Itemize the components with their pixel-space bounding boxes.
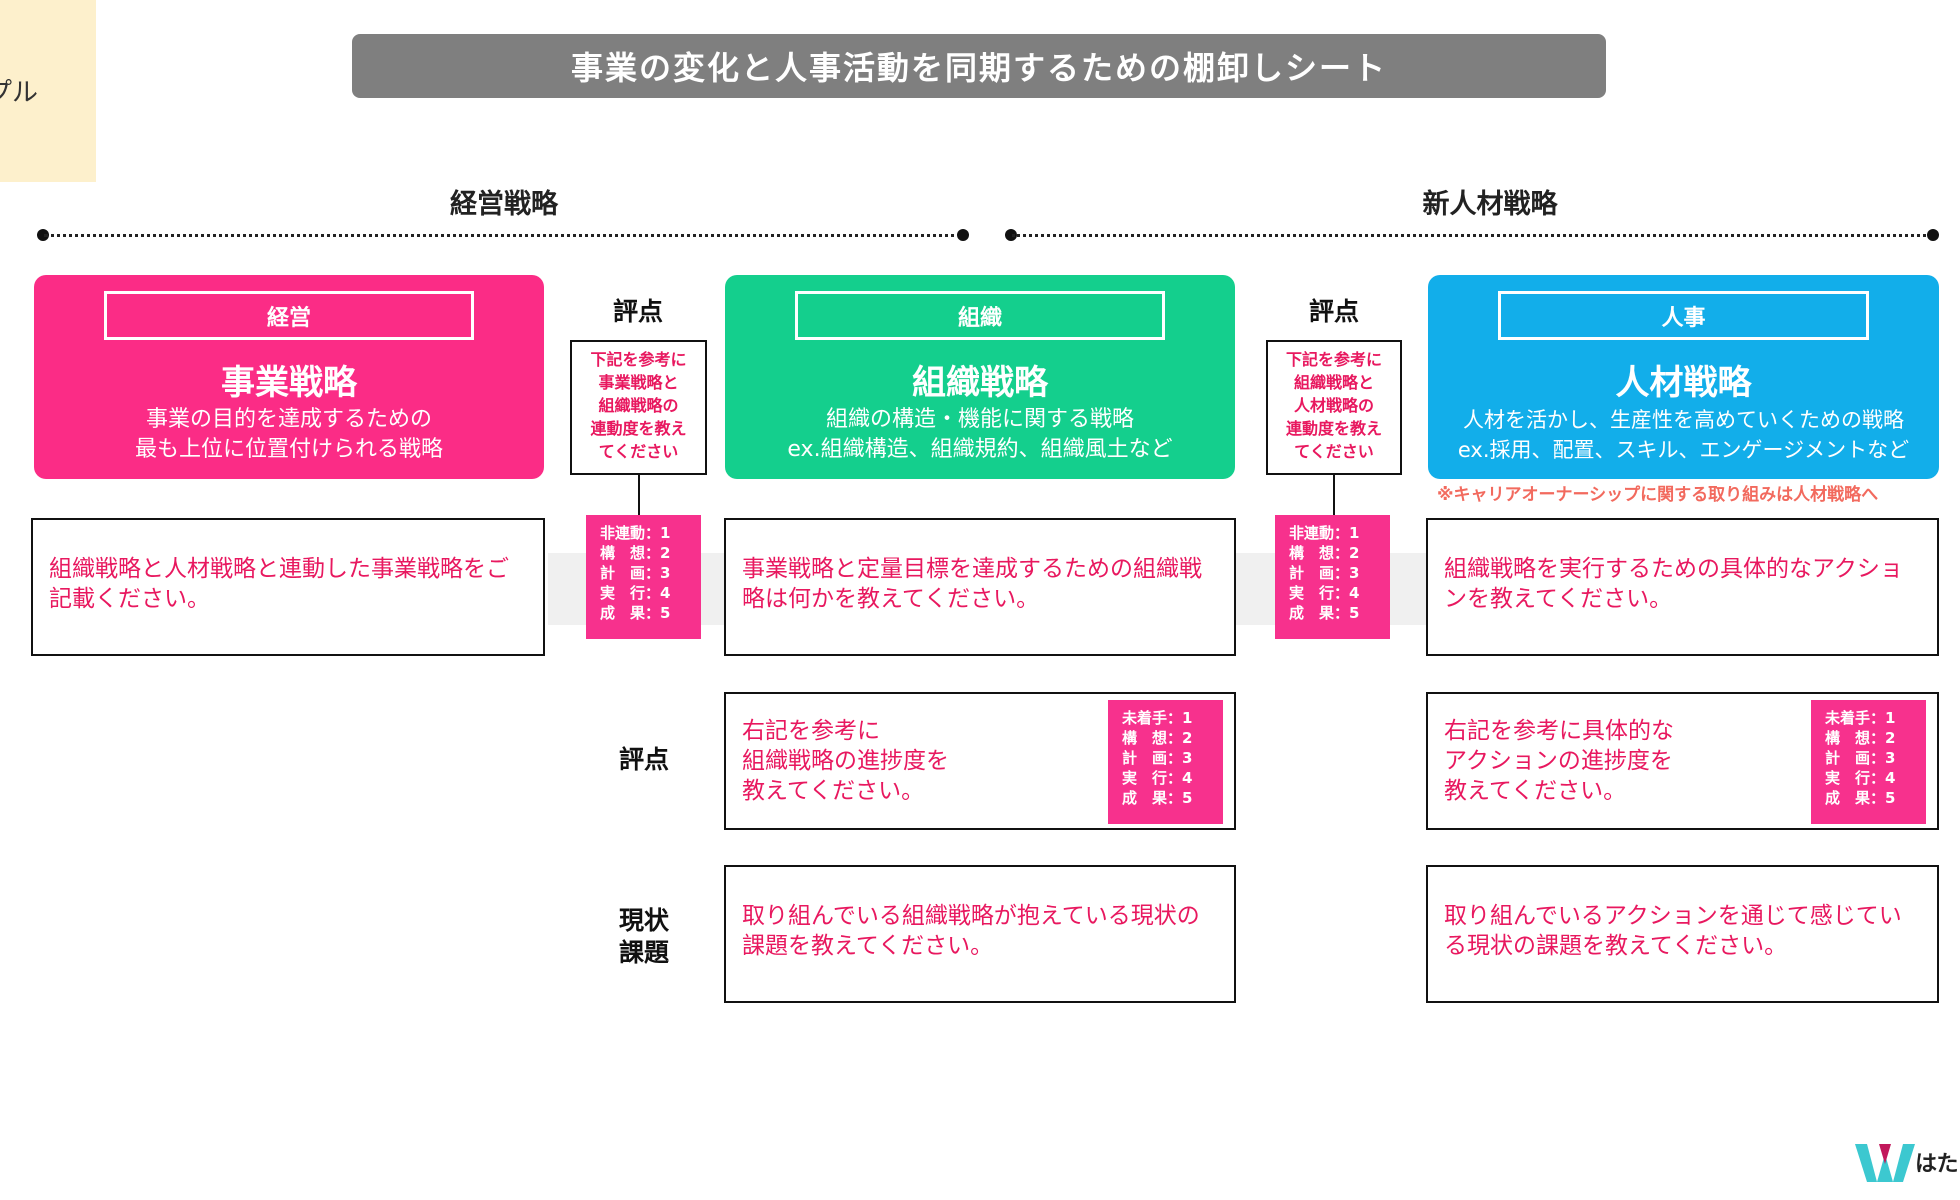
logo-w-icon [1855, 1144, 1915, 1182]
label-line: 課題 [618, 938, 670, 967]
hr-progress-input[interactable]: 右記を参考に具体的な アクションの進捗度を 教えてください。 未着手：1 構 想… [1426, 692, 1939, 830]
progress-score-label: 評点 [618, 745, 670, 774]
desc-line: 最も上位に位置付けられる戦略 [134, 437, 443, 462]
instruction-line: 下記を参考に [1285, 350, 1382, 369]
timeline-dot [957, 229, 969, 241]
timeline-dot [37, 229, 49, 241]
timeline-dot [1927, 229, 1939, 241]
section-label-hr: 新人材戦略 [1422, 189, 1558, 220]
placeholder-text: 事業戦略と定量目標を達成するための組織戦略は何かを教えてください。 [742, 556, 1202, 612]
connector-line [1333, 475, 1335, 515]
card-heading: 事業戦略 [221, 363, 357, 403]
desc-line: 事業の目的を達成するための [145, 407, 432, 432]
timeline-dot [1005, 229, 1017, 241]
linkage-instruction-box: 下記を参考に事業戦略と組織戦略の連動度を教えてください [570, 340, 707, 475]
progress-scale-legend: 未着手：1 構 想：2 計 画：3 実 行：4 成 果：5 [1108, 700, 1223, 824]
side-note: プル [0, 0, 96, 182]
instruction-line: てください [1294, 442, 1374, 461]
logo-text: はた [1915, 1152, 1959, 1177]
linkage-instruction-box: 下記を参考に組織戦略と人材戦略の連動度を教えてください [1266, 340, 1402, 475]
current-issues-label: 現状課題 [619, 905, 669, 969]
card-heading: 人材戦略 [1615, 363, 1752, 403]
instruction-line: 下記を参考に [590, 350, 687, 369]
org-progress-input[interactable]: 右記を参考に 組織戦略の進捗度を 教えてください。 未着手：1 構 想：2 計 … [724, 692, 1236, 830]
desc-line: ex.組織構造、組織規約、組織風土など [787, 437, 1173, 462]
placeholder-text: 組織戦略を実行するための具体的なアクションを教えてください。 [1444, 556, 1903, 612]
instruction-line: 連動度を教え [1285, 419, 1382, 438]
dotted-divider [44, 234, 962, 237]
score-label: 評点 [612, 297, 664, 326]
desc-line: 人材を活かし、生産性を高めていくための戦略 [1463, 408, 1904, 432]
caution-note: ※キャリアオーナーシップに関する取り組みは人材戦略へ [1437, 485, 1879, 505]
card-description: 組織の構造・機能に関する戦略 ex.組織構造、組織規約、組織風土など [725, 405, 1235, 465]
card-tag: 人事 [1498, 291, 1869, 340]
placeholder-text: 右記を参考に 組織戦略の進捗度を 教えてください。 [742, 718, 949, 804]
linkage-scale-legend: 非連動：1 構 想：2 計 画：3 実 行：4 成 果：5 [586, 515, 701, 639]
connector-line [638, 475, 640, 515]
linkage-scale-legend: 非連動：1 構 想：2 計 画：3 実 行：4 成 果：5 [1275, 515, 1390, 639]
company-logo: はた [1855, 1140, 1960, 1190]
card-description: 事業の目的を達成するための最も上位に位置付けられる戦略 [34, 405, 544, 465]
hr-issues-input[interactable]: 取り組んでいるアクションを通じて感じている現状の課題を教えてください。 [1426, 865, 1939, 1003]
progress-scale-legend: 未着手：1 構 想：2 計 画：3 実 行：4 成 果：5 [1811, 700, 1926, 824]
desc-line: 組織の構造・機能に関する戦略 [825, 407, 1134, 432]
desc-line: ex.採用、配置、スキル、エンゲージメントなど [1457, 438, 1910, 462]
page-title: 事業の変化と人事活動を同期するための棚卸しシート [352, 34, 1606, 98]
card-hr-strategy: 人事 人材戦略 人材を活かし、生産性を高めていくための戦略 ex.採用、配置、スキ… [1428, 275, 1939, 479]
org-strategy-input[interactable]: 事業戦略と定量目標を達成するための組織戦略は何かを教えてください。 [724, 518, 1236, 656]
instruction-line: 人材戦略の [1293, 396, 1374, 415]
instruction-line: てください [598, 442, 679, 461]
side-note-text: プル [0, 78, 39, 108]
card-org-strategy: 組織 組織戦略 組織の構造・機能に関する戦略 ex.組織構造、組織規約、組織風土な… [725, 275, 1235, 479]
instruction-line: 連動度を教え [590, 419, 687, 438]
card-description: 人材を活かし、生産性を高めていくための戦略 ex.採用、配置、スキル、エンゲージメ… [1428, 405, 1939, 465]
placeholder-text: 取り組んでいるアクションを通じて感じている現状の課題を教えてください。 [1444, 903, 1902, 959]
dotted-divider [1012, 234, 1932, 237]
business-strategy-input[interactable]: 組織戦略と人材戦略と連動した事業戦略をご記載ください。 [31, 518, 545, 656]
card-tag: 組織 [795, 291, 1165, 340]
instruction-line: 事業戦略と [598, 373, 679, 392]
placeholder-text: 組織戦略と人材戦略と連動した事業戦略をご記載ください。 [49, 556, 509, 612]
label-line: 現状 [618, 906, 670, 935]
placeholder-text: 取り組んでいる組織戦略が抱えている現状の課題を教えてください。 [742, 903, 1200, 959]
instruction-line: 組織戦略と [1293, 373, 1374, 392]
hr-actions-input[interactable]: 組織戦略を実行するための具体的なアクションを教えてください。 [1426, 518, 1939, 656]
placeholder-text: 右記を参考に具体的な アクションの進捗度を 教えてください。 [1444, 718, 1674, 804]
instruction-line: 組織戦略の [598, 396, 679, 415]
card-heading: 組織戦略 [912, 363, 1048, 403]
score-label: 評点 [1308, 297, 1360, 326]
section-label-management: 経営戦略 [450, 189, 558, 220]
card-tag: 経営 [104, 291, 474, 340]
org-issues-input[interactable]: 取り組んでいる組織戦略が抱えている現状の課題を教えてください。 [724, 865, 1236, 1003]
card-business-strategy: 経営 事業戦略 事業の目的を達成するための最も上位に位置付けられる戦略 [34, 275, 544, 479]
